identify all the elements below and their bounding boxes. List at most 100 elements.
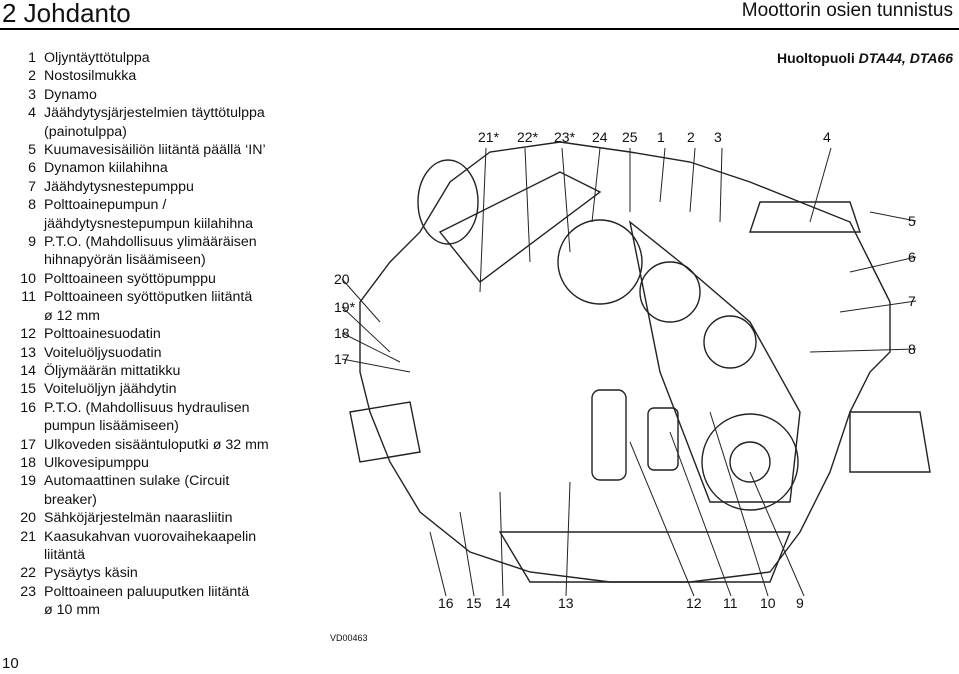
callout-leader — [809, 348, 917, 353]
engine-body-outline — [359, 141, 891, 583]
legend-item: 10 Polttoaineen syöttöpumppu — [12, 270, 332, 288]
legend-item: ø 12 mm — [12, 307, 332, 325]
callout-label: 15 — [466, 595, 482, 611]
legend-number: 2 — [28, 68, 36, 85]
legend-item: 16 P.T.O. (Mahdollisuus hydraulisen — [12, 399, 332, 417]
legend-text: liitäntä — [44, 546, 86, 563]
callout-leader — [709, 411, 769, 597]
oil-filter-outline — [647, 407, 679, 471]
callout-leader — [689, 147, 696, 213]
legend-number: 22 — [20, 565, 36, 582]
callout-leader — [565, 481, 571, 597]
callout-label: 24 — [592, 129, 608, 145]
legend-text: Polttoainesuodatin — [44, 326, 161, 343]
legend-number: 7 — [28, 178, 36, 195]
callout-label: 20 — [334, 271, 350, 287]
diagram-subtitle: Huoltopuoli DTA44, DTA66 — [777, 50, 953, 66]
subtitle-prefix: Huoltopuoli — [776, 50, 859, 66]
callout-label: 25 — [622, 129, 638, 145]
callout-leader — [341, 278, 381, 323]
legend-item: ø 10 mm — [12, 601, 332, 619]
legend-item: 19 Automaattinen sulake (Circuit — [12, 472, 332, 490]
callout-label: 7 — [908, 293, 916, 309]
legend-number: 4 — [28, 105, 36, 122]
callout-leader — [669, 431, 732, 597]
legend-text: Voiteluöljyn jäähdytin — [44, 381, 177, 398]
legend-text: P.T.O. (Mahdollisuus hydraulisen — [44, 399, 250, 416]
callout-label: 5 — [908, 213, 916, 229]
legend-text: ø 12 mm — [44, 307, 100, 324]
legend-number: 19 — [20, 473, 36, 490]
callout-leader — [499, 491, 504, 597]
callout-label: 19* — [334, 299, 356, 315]
legend-item: liitäntä — [12, 546, 332, 564]
callout-leader — [561, 147, 571, 253]
callout-label: 22* — [517, 129, 539, 145]
legend-text: jäähdytysnestepumpun kiilahihna — [44, 215, 254, 232]
legend-number: 20 — [20, 510, 36, 527]
callout-leader — [809, 147, 832, 223]
legend-text: breaker) — [44, 491, 97, 508]
legend-text: Polttoaineen syöttöpumppu — [44, 270, 216, 287]
legend-item: pumpun lisäämiseen) — [12, 417, 332, 435]
callout-label: 21* — [478, 129, 500, 145]
callout-leader — [459, 511, 475, 597]
legend-text: Sähköjärjestelmän naarasliitin — [44, 510, 233, 527]
legend-number: 10 — [20, 270, 36, 287]
legend-text: Automaattinen sulake (Circuit — [44, 473, 230, 490]
legend-number: 6 — [28, 160, 36, 177]
legend-text: Polttoaineen syöttöputken liitäntä — [44, 289, 253, 306]
legend-number: 9 — [28, 234, 36, 251]
title-bar: 2 Johdanto Moottorin osien tunnistus — [0, 0, 959, 28]
legend-text: Dynamo — [44, 86, 97, 103]
legend-number: 17 — [20, 436, 36, 453]
legend-text: P.T.O. (Mahdollisuus ylimääräisen — [44, 234, 257, 251]
callout-label: 18 — [334, 325, 350, 341]
callout-leader — [524, 147, 531, 263]
callout-label: 14 — [495, 595, 511, 611]
callout-leader — [839, 300, 917, 313]
legend-text: pumpun lisäämiseen) — [44, 418, 179, 435]
callout-leader — [341, 358, 411, 373]
header-rule — [0, 28, 959, 30]
legend-number: 21 — [20, 528, 36, 545]
callout-label: 23* — [554, 129, 576, 145]
callout-label: 12 — [686, 595, 702, 611]
legend-item: 9 P.T.O. (Mahdollisuus ylimääräisen — [12, 233, 332, 251]
legend-text: Nostosilmukka — [44, 68, 137, 85]
legend-text: (painotulppa) — [44, 123, 127, 140]
legend-text: Kuumavesisäiliön liitäntä päällä ‘IN’ — [44, 142, 266, 159]
callout-leader — [849, 256, 917, 273]
callout-leader — [429, 531, 447, 597]
callout-label: 13 — [558, 595, 574, 611]
legend-text: Öljymäärän mittatikku — [44, 362, 181, 379]
legend-text: Polttoaineen paluuputken liitäntä — [44, 583, 250, 600]
callout-leader — [719, 147, 723, 223]
callout-label: 11 — [723, 595, 738, 611]
legend-item: hihnapyörän lisäämiseen) — [12, 251, 332, 269]
callout-leader — [341, 306, 391, 353]
legend-text: ø 10 mm — [44, 602, 100, 619]
legend-number: 11 — [21, 289, 36, 306]
callout-leader — [629, 441, 695, 597]
callout-leader — [869, 211, 917, 222]
page-number: 10 — [2, 655, 19, 672]
legend-item: 11 Polttoaineen syöttöputken liitäntä — [12, 288, 332, 306]
legend-text: Ulkoveden sisääntuloputki ø 32 mm — [44, 436, 269, 453]
legend-number: 23 — [20, 583, 36, 600]
legend-number: 8 — [28, 197, 36, 214]
intake-manifold-outline — [438, 171, 602, 283]
legend-number: 16 — [20, 399, 36, 416]
callout-leader — [479, 147, 487, 293]
